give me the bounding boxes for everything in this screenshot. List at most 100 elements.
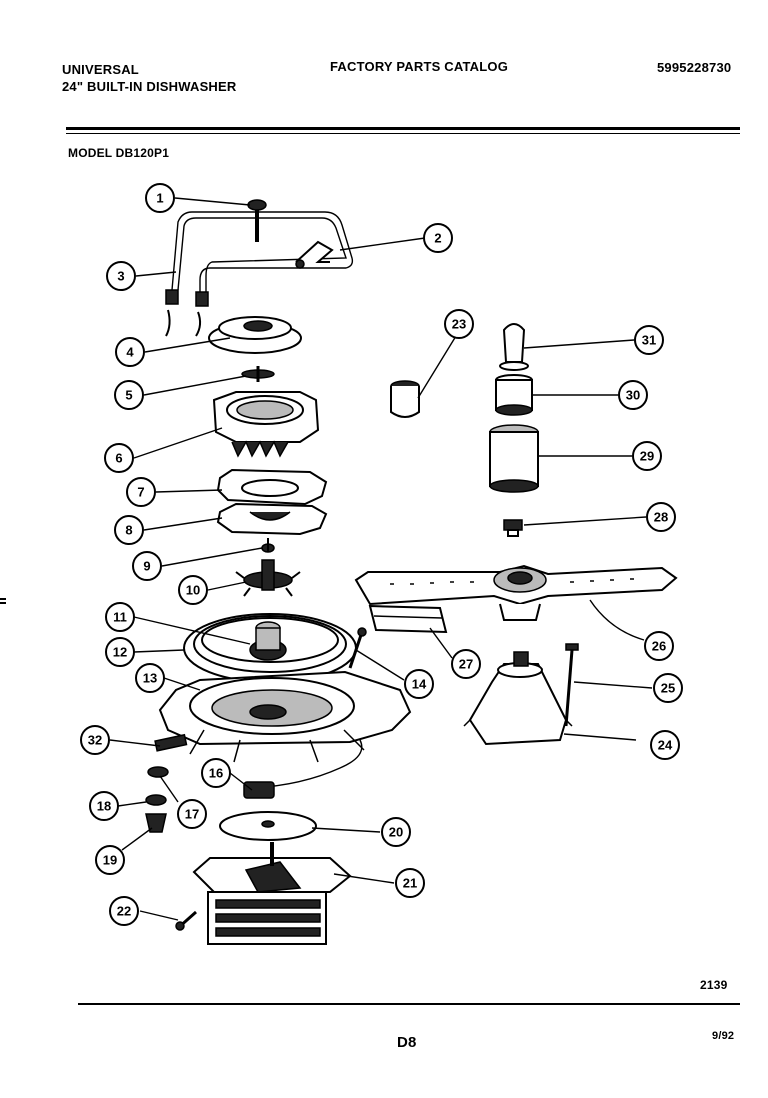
callout-label: 26 — [652, 639, 666, 654]
callout-1: 1 — [145, 183, 175, 213]
callout-label: 32 — [88, 733, 102, 748]
callout-26: 26 — [644, 631, 674, 661]
callout-18: 18 — [89, 791, 119, 821]
scan-edge-mark — [0, 602, 6, 604]
callout-31: 31 — [634, 325, 664, 355]
callout-label: 22 — [117, 904, 131, 919]
drawing-number: 2139 — [700, 978, 728, 992]
part-19-grommet — [145, 813, 167, 833]
callout-8: 8 — [114, 515, 144, 545]
callout-label: 3 — [117, 269, 124, 284]
callout-12: 12 — [105, 637, 135, 667]
part-30-tower-middle — [495, 374, 533, 416]
part-26-spray-arm — [354, 564, 678, 621]
callout-label: 14 — [412, 677, 427, 692]
callout-19: 19 — [95, 845, 125, 875]
callout-17: 17 — [177, 799, 207, 829]
callout-16: 16 — [201, 758, 231, 788]
catalog-title: FACTORY PARTS CATALOG — [330, 59, 509, 74]
callout-label: 23 — [452, 317, 466, 332]
callout-label: 30 — [626, 388, 640, 403]
callout-label: 21 — [403, 876, 417, 891]
callout-10: 10 — [178, 575, 208, 605]
callout-label: 6 — [115, 451, 122, 466]
callout-29: 29 — [632, 441, 662, 471]
part-10-impeller — [235, 559, 301, 597]
part-29-tower-base — [489, 424, 539, 493]
callout-label: 11 — [113, 610, 127, 625]
callout-label: 8 — [125, 523, 132, 538]
callout-label: 17 — [185, 807, 199, 822]
callout-23: 23 — [444, 309, 474, 339]
callout-2: 2 — [423, 223, 453, 253]
header-rule-top — [66, 127, 740, 130]
callout-label: 4 — [126, 345, 134, 360]
part-1-cap — [247, 199, 267, 242]
revision-date: 9/92 — [712, 1030, 735, 1042]
catalog-number: 5995228730 — [657, 60, 732, 75]
callout-label: 16 — [209, 766, 223, 781]
callout-30: 30 — [618, 380, 648, 410]
callout-label: 27 — [459, 657, 473, 672]
callout-label: 25 — [661, 681, 675, 696]
callout-32: 32 — [80, 725, 110, 755]
part-16-clamp — [243, 739, 363, 799]
callout-label: 12 — [113, 645, 127, 660]
callout-label: 29 — [640, 449, 654, 464]
part-9-screw — [261, 538, 275, 553]
part-31-tower-cap — [499, 323, 529, 371]
part-32-drain-nozzle — [154, 733, 188, 752]
part-27-seal-strip — [368, 604, 448, 634]
callout-label: 9 — [143, 559, 150, 574]
callout-label: 10 — [186, 583, 200, 598]
page-code: D8 — [397, 1034, 417, 1051]
part-23-bushing — [390, 380, 420, 418]
callout-label: 28 — [654, 510, 668, 525]
callout-11: 11 — [105, 602, 135, 632]
part-4-wash-impeller — [208, 316, 302, 354]
model-label: MODEL DB120P1 — [68, 146, 170, 160]
callout-label: 24 — [658, 738, 673, 753]
part-20-motor-disk — [219, 811, 317, 841]
part-6-pump-housing — [212, 391, 320, 458]
callout-20: 20 — [381, 817, 411, 847]
callout-22: 22 — [109, 896, 139, 926]
callout-13: 13 — [135, 663, 165, 693]
scan-edge-mark — [0, 598, 6, 600]
callout-label: 19 — [103, 853, 117, 868]
callout-label: 20 — [389, 825, 403, 840]
callout-5: 5 — [114, 380, 144, 410]
callout-27: 27 — [451, 649, 481, 679]
callout-7: 7 — [126, 477, 156, 507]
part-2-clip — [295, 240, 334, 269]
callout-25: 25 — [653, 673, 683, 703]
callout-label: 18 — [97, 799, 111, 814]
leader-lines — [109, 197, 653, 921]
part-7-plate — [216, 468, 328, 506]
callout-6: 6 — [104, 443, 134, 473]
callout-3: 3 — [106, 261, 136, 291]
callout-14: 14 — [404, 669, 434, 699]
part-13-sump — [158, 670, 412, 763]
callout-label: 13 — [143, 671, 157, 686]
part-24-pump-cover — [463, 651, 573, 746]
callout-9: 9 — [132, 551, 162, 581]
part-28-nut — [503, 519, 523, 537]
callout-label: 31 — [642, 333, 656, 348]
part-22-bolt — [175, 910, 197, 931]
part-8-gasket — [216, 502, 328, 536]
part-5-retainer — [241, 366, 275, 382]
callout-21: 21 — [395, 868, 425, 898]
part-18-nut — [145, 794, 167, 806]
part-3-feed-tube — [165, 211, 354, 337]
brand-name: UNIVERSAL — [62, 62, 139, 77]
part-11-hub — [249, 621, 287, 661]
callout-28: 28 — [646, 502, 676, 532]
part-25-screw — [564, 643, 579, 727]
callout-label: 5 — [125, 388, 132, 403]
product-name: 24" BUILT-IN DISHWASHER — [62, 79, 237, 94]
footer-rule — [78, 1003, 740, 1005]
callout-label: 2 — [434, 231, 441, 246]
callout-4: 4 — [115, 337, 145, 367]
